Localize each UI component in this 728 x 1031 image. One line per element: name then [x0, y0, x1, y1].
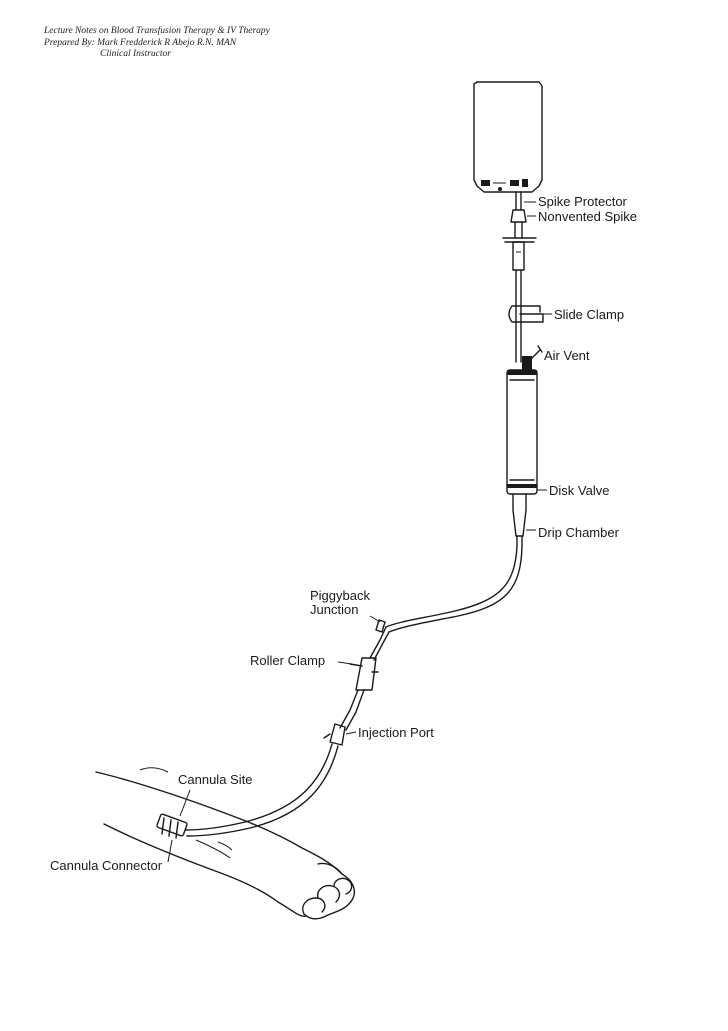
air-vent [522, 345, 543, 372]
iv-bag [473, 81, 543, 193]
label-disk-valve: Disk Valve [549, 483, 609, 498]
distal-tubing [184, 743, 339, 837]
document-header: Lecture Notes on Blood Transfusion Thera… [44, 26, 270, 61]
cannula-connector [156, 813, 188, 839]
label-cannula-site: Cannula Site [178, 772, 252, 787]
lower-tubing [385, 545, 523, 633]
label-nonvented-spike: Nonvented Spike [538, 209, 637, 224]
header-author: Prepared By: Mark Fredderick R Abejo R.N… [44, 37, 237, 48]
label-slide-clamp: Slide Clamp [554, 307, 624, 322]
label-spike-protector: Spike Protector [538, 194, 628, 209]
roller-clamp [349, 657, 379, 691]
header-role: Clinical Instructor [100, 49, 171, 59]
spike [502, 191, 537, 271]
mid-tubing [339, 689, 365, 731]
label-junction: Junction [310, 602, 358, 617]
leader-lines [167, 201, 552, 863]
label-roller-clamp: Roller Clamp [250, 653, 325, 668]
label-injection-port: Injection Port [358, 725, 434, 740]
piggyback-junction [369, 619, 390, 661]
slide-clamp [508, 305, 544, 323]
injection-port [323, 723, 346, 746]
upper-tubing [515, 269, 522, 363]
label-air-vent: Air Vent [544, 348, 590, 363]
drip-outlet [512, 493, 527, 547]
header-title: Lecture Notes on Blood Transfusion Thera… [44, 26, 270, 36]
label-cannula-connector: Cannula Connector [50, 858, 163, 873]
drip-chamber-body [506, 369, 538, 495]
label-drip-chamber: Drip Chamber [538, 525, 620, 540]
label-piggyback: Piggyback [310, 588, 370, 603]
arm-and-hand [95, 767, 356, 920]
